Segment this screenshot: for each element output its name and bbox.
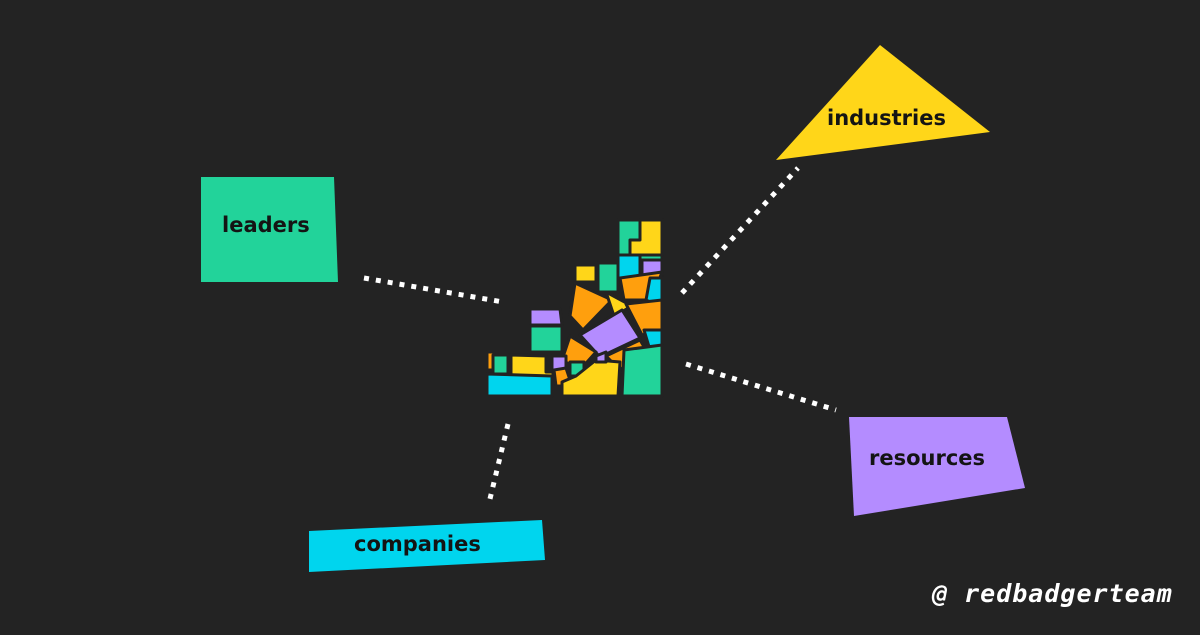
connectors xyxy=(363,166,837,504)
mosaic-tile xyxy=(485,372,554,398)
mosaic-tile xyxy=(560,358,622,398)
leaders-label: leaders xyxy=(222,213,310,237)
connector-industries xyxy=(680,166,800,295)
mosaic-hub xyxy=(485,218,664,398)
connector-leaders xyxy=(363,275,504,305)
connector-companies xyxy=(486,423,511,504)
industries-node-shape xyxy=(776,45,990,160)
resources-label: resources xyxy=(869,446,986,470)
companies-node-shape xyxy=(309,520,545,572)
mosaic-tile xyxy=(528,324,564,354)
companies-label: companies xyxy=(354,532,481,556)
resources-node-shape xyxy=(849,417,1025,516)
social-handle: @ redbadgerteam xyxy=(932,579,1173,608)
mosaic-tile xyxy=(528,307,564,327)
mosaic-tile xyxy=(568,281,614,332)
mosaic-tile xyxy=(620,343,664,398)
mosaic-tile xyxy=(594,350,608,364)
mosaic-tile xyxy=(491,353,510,376)
connector-resources xyxy=(685,361,837,413)
leaders-node-shape xyxy=(201,177,338,282)
industries-label: industries xyxy=(827,106,946,130)
mosaic-tile xyxy=(596,261,620,294)
mosaic-tile xyxy=(573,263,598,284)
